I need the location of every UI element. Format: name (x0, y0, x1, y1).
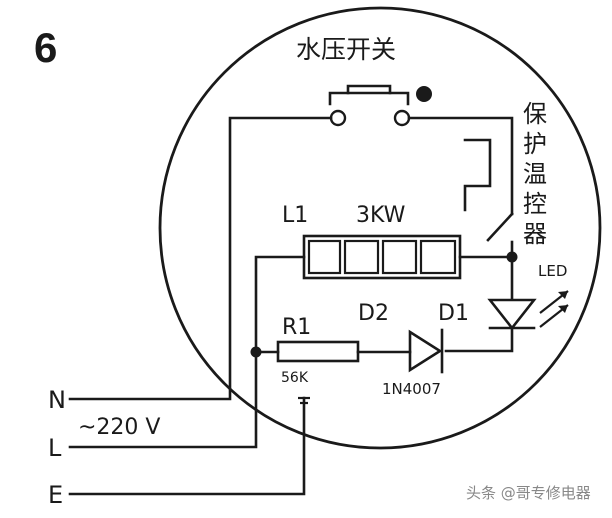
switch-contact-left (329, 109, 347, 127)
diode1-label: D1 (438, 301, 469, 326)
resistor-label: R1 (282, 315, 311, 340)
voltage-label: ~220 V (78, 415, 160, 440)
thermostat-label-char-2: 护 (523, 130, 547, 158)
appliance-enclosure (158, 6, 602, 450)
switch-contact-right (393, 109, 411, 127)
led-d1: LED D1 (438, 255, 569, 353)
heater-segment (381, 239, 418, 275)
wire-switch-to-thermostat (407, 116, 514, 216)
diode-part-number: 1N4007 (382, 380, 441, 398)
thermostat-bimetal (463, 138, 492, 212)
heater-segment (343, 239, 380, 275)
wire-neutral (68, 116, 333, 401)
switch-label: 水压开关 (296, 35, 396, 64)
switch-indicator-dot (416, 86, 432, 102)
wire-earth (68, 396, 306, 496)
watermark: 头条 @哥专修电器 (466, 484, 591, 502)
led-triangle (487, 298, 537, 331)
heater-element-l1: L1 3KW (282, 203, 462, 280)
thermostat-contact-blade (486, 212, 514, 242)
resistor-value: 56K (281, 370, 309, 386)
terminal-l-label: L (48, 434, 62, 462)
resistor-body (276, 340, 360, 363)
led-cathode-lead (444, 326, 514, 353)
heater-power-label: 3KW (356, 203, 406, 228)
thermostat-label-char-3: 温 (523, 160, 547, 188)
resistor-r1: R1 56K (276, 315, 360, 386)
thermostat-label-char-4: 控 (523, 190, 547, 218)
diode-d2: D2 1N4007 (358, 301, 444, 398)
led-arrow-head (558, 305, 568, 313)
diode2-label: D2 (358, 301, 389, 326)
diode-triangle (408, 329, 443, 373)
junction-node (250, 346, 262, 358)
thermostat-label-char-1: 保 (523, 100, 547, 128)
heater-label: L1 (282, 203, 308, 228)
protective-thermostat: 保 护 温 控 器 (463, 100, 547, 259)
led-arrow-head (558, 291, 568, 299)
switch-actuator (328, 91, 410, 106)
heater-segment (419, 239, 457, 275)
heater-segment (307, 239, 342, 275)
switch-button (346, 84, 392, 95)
water-pressure-switch: 水压开关 (296, 35, 432, 127)
thermostat-label-char-5: 器 (523, 220, 547, 248)
figure-number: 6 (34, 24, 57, 71)
terminal-n-label: N (48, 386, 66, 414)
led-label: LED (538, 262, 567, 280)
terminal-e-label: E (48, 481, 63, 509)
